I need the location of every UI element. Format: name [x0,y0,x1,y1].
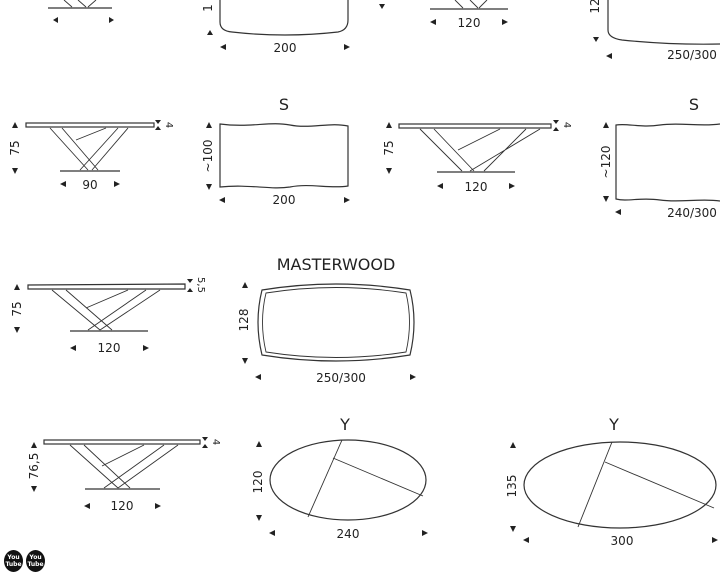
row1-side-view-a: 75 4 90 [8,120,174,192]
row2-side-width: 120 [98,341,121,355]
row3-topB-width: 300 [611,534,634,548]
row0-right-height: 12 [588,0,602,14]
row0-left-width: 200 [274,41,297,55]
social-links: You Tube You Tube [4,550,45,572]
row0-base-left [48,0,114,23]
row3-topB-height: 135 [505,475,519,498]
row2-top-height: 128 [237,309,251,332]
row3-top-view-b: Y 135 300 [505,415,718,548]
row2-side-view: 75 5,5 120 [10,277,206,355]
row1-top-view-a: S ~100 200 [201,95,350,207]
youtube-text-top: You [7,554,20,561]
row1-topA-label: S [279,95,289,114]
row1-top-view-b: S ~120 240/300 [599,95,720,220]
youtube-text-bottom: Tube [27,561,44,568]
row0-mid-width: 120 [458,16,481,30]
row3-side-height: 76,5 [27,453,41,480]
row0-base-mid: 120 [379,0,508,30]
row2-top-label: MASTERWOOD [277,255,396,274]
row2-side-height: 75 [10,301,24,316]
row0-left-height: 1 [201,4,215,12]
row1-sideB-height: 75 [382,140,396,155]
row1-sideA-width: 90 [82,178,97,192]
row1-topB-width: 240/300 [667,206,717,220]
youtube-text-top: You [29,554,42,561]
row3-side-top: 4 [210,439,221,445]
row3-side-view: 76,5 4 120 [27,437,221,513]
row1-side-view-b: 75 4 120 [382,120,572,194]
row3-topA-height: 120 [251,471,265,494]
row0-top-left: 1 200 [201,0,350,55]
row1-topB-height: ~120 [599,146,613,179]
youtube-icon[interactable]: You Tube [26,550,45,572]
row1-topB-label: S [689,95,699,114]
row3-top-view-a: Y 120 240 [251,415,428,541]
row2-side-top: 5,5 [195,277,206,293]
youtube-icon[interactable]: You Tube [4,550,23,572]
youtube-text-bottom: Tube [5,561,22,568]
row2-top-view: MASTERWOOD 128 250/300 [237,255,416,385]
row1-sideA-height: 75 [8,140,22,155]
row1-topA-height: ~100 [201,140,215,173]
row2-top-width: 250/300 [316,371,366,385]
row1-sideB-width: 120 [465,180,488,194]
row3-topB-label: Y [608,415,619,434]
row0-top-right: 12 250/300 [588,0,720,62]
row3-topA-label: Y [339,415,350,434]
row0-right-width: 250/300 [667,48,717,62]
row3-side-width: 120 [111,499,134,513]
row3-topA-width: 240 [337,527,360,541]
row1-topA-width: 200 [273,193,296,207]
row1-sideA-top: 4 [163,122,174,128]
row1-sideB-top: 4 [561,122,572,128]
